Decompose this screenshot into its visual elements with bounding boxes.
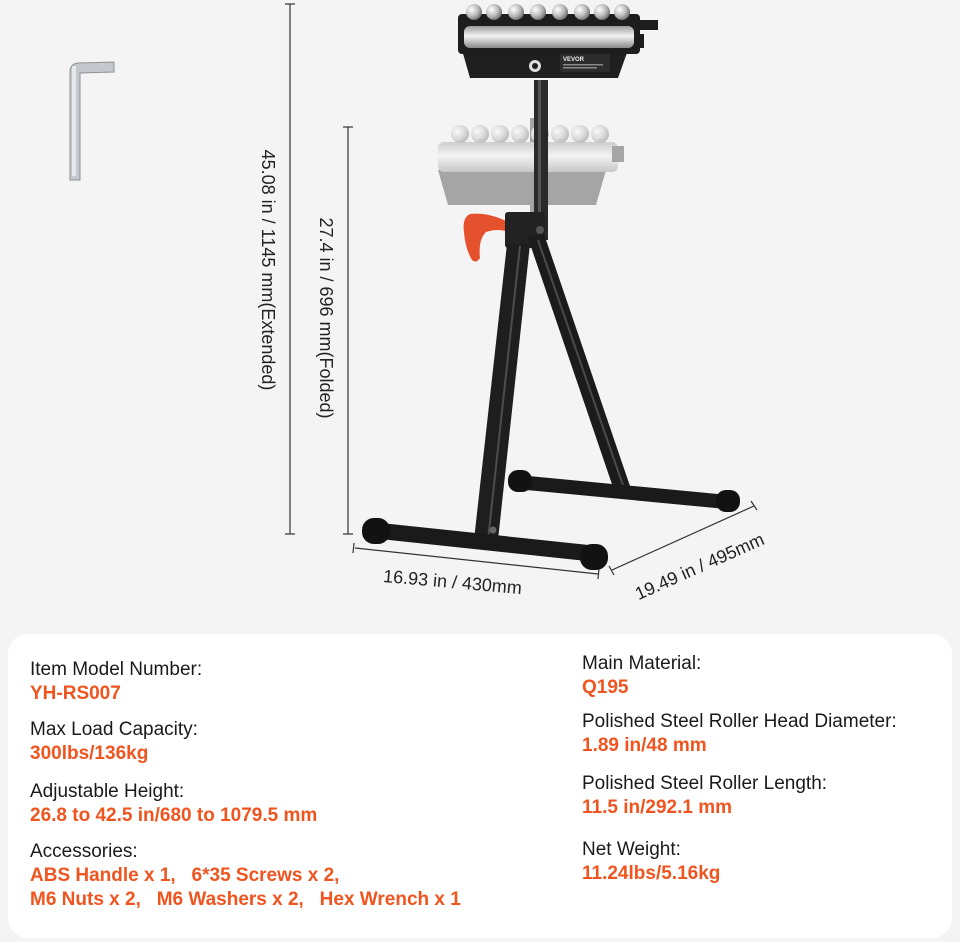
spec-right-1: Polished Steel Roller Head Diameter: 1.89… [582, 710, 960, 758]
spec-value: 11.24lbs/5.16kg [582, 863, 721, 884]
hex-wrench-icon [69, 61, 115, 181]
spec-right-2: Polished Steel Roller Length: 11.5 in/292… [582, 772, 960, 820]
spec-value: ABS Handle x 1, 6*35 Screws x 2, [30, 865, 340, 886]
spec-label: Main Material: [582, 653, 702, 674]
spec-value: 1.89 in/48 mm [582, 735, 707, 756]
spec-left-3: Accessories: ABS Handle x 1, 6*35 Screws … [30, 840, 500, 912]
roller-head: VEVOR [458, 4, 658, 240]
spec-value: 300lbs/136kg [30, 743, 149, 764]
spec-left-0: Item Model Number: YH-RS007 [30, 658, 500, 706]
stand-frame [362, 212, 740, 570]
height-adjust-handle [463, 213, 508, 262]
spec-label: Polished Steel Roller Head Diameter: [582, 711, 897, 732]
spec-label: Net Weight: [582, 839, 681, 860]
width-label: 16.93 in / 430mm [382, 566, 522, 598]
spec-label: Item Model Number: [30, 659, 203, 680]
spec-value: M6 Nuts x 2, M6 Washers x 2, Hex Wrench … [30, 889, 461, 910]
spec-label: Max Load Capacity: [30, 719, 198, 740]
folded-height-label: 27.4 in / 696 mm(Folded) [316, 217, 336, 418]
spec-left-1: Max Load Capacity: 300lbs/136kg [30, 718, 500, 766]
spec-value: 11.5 in/292.1 mm [582, 797, 732, 818]
brand-logo: VEVOR [563, 57, 585, 63]
spec-right-3: Net Weight: 11.24lbs/5.16kg [582, 838, 960, 886]
spec-left-2: Adjustable Height: 26.8 to 42.5 in/680 to… [30, 780, 500, 828]
depth-label: 19.49 in / 495mm [632, 529, 767, 604]
spec-value: Q195 [582, 677, 629, 698]
spec-right-0: Main Material: Q195 [582, 652, 960, 700]
spec-value: 26.8 to 42.5 in/680 to 1079.5 mm [30, 805, 318, 826]
spec-label: Accessories: [30, 841, 138, 862]
spec-value: YH-RS007 [30, 683, 121, 704]
dimension-lines [285, 3, 758, 580]
extended-height-label: 45.08 in / 1145 mm(Extended) [258, 150, 278, 391]
spec-label: Polished Steel Roller Length: [582, 773, 828, 794]
product-illustration: 45.08 in / 1145 mm(Extended) 27.4 in / 6… [69, 3, 767, 604]
spec-label: Adjustable Height: [30, 781, 185, 802]
